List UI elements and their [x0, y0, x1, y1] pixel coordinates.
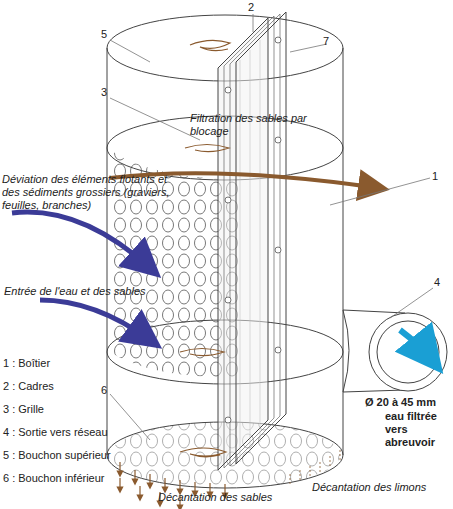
callout-number: 2	[248, 1, 268, 14]
part-list-item: 5 : Bouchon supérieur	[3, 449, 133, 462]
part-list-item: 4 : Sortie vers réseau	[3, 426, 133, 439]
dimension-label: Ø 20 à 45 mm	[365, 396, 453, 409]
callout-number: 5	[101, 28, 121, 41]
part-list-item: 6 : Bouchon inférieur	[3, 472, 133, 485]
callout-number: 3	[101, 86, 121, 99]
part-list-item: 3 : Grille	[3, 403, 113, 416]
annotation: Déviation des éléments flotants et des s…	[2, 173, 172, 212]
part-list-item: 1 : Boîtier	[3, 357, 113, 370]
callout-number: 6	[101, 384, 121, 397]
annotation: eau filtrée vers abreuvoir	[385, 410, 453, 449]
part-list-item: 2 : Cadres	[3, 380, 113, 393]
annotation: Entrée de l'eau et des sables	[4, 285, 154, 298]
callout-number: 7	[323, 35, 343, 48]
annotation: Décantation des limons	[312, 481, 452, 494]
callout-number: 1	[432, 170, 452, 183]
annotation: Décantation des sables	[158, 491, 318, 504]
annotation: Filtration des sables par blocage	[190, 112, 320, 138]
callout-number: 4	[434, 276, 453, 289]
